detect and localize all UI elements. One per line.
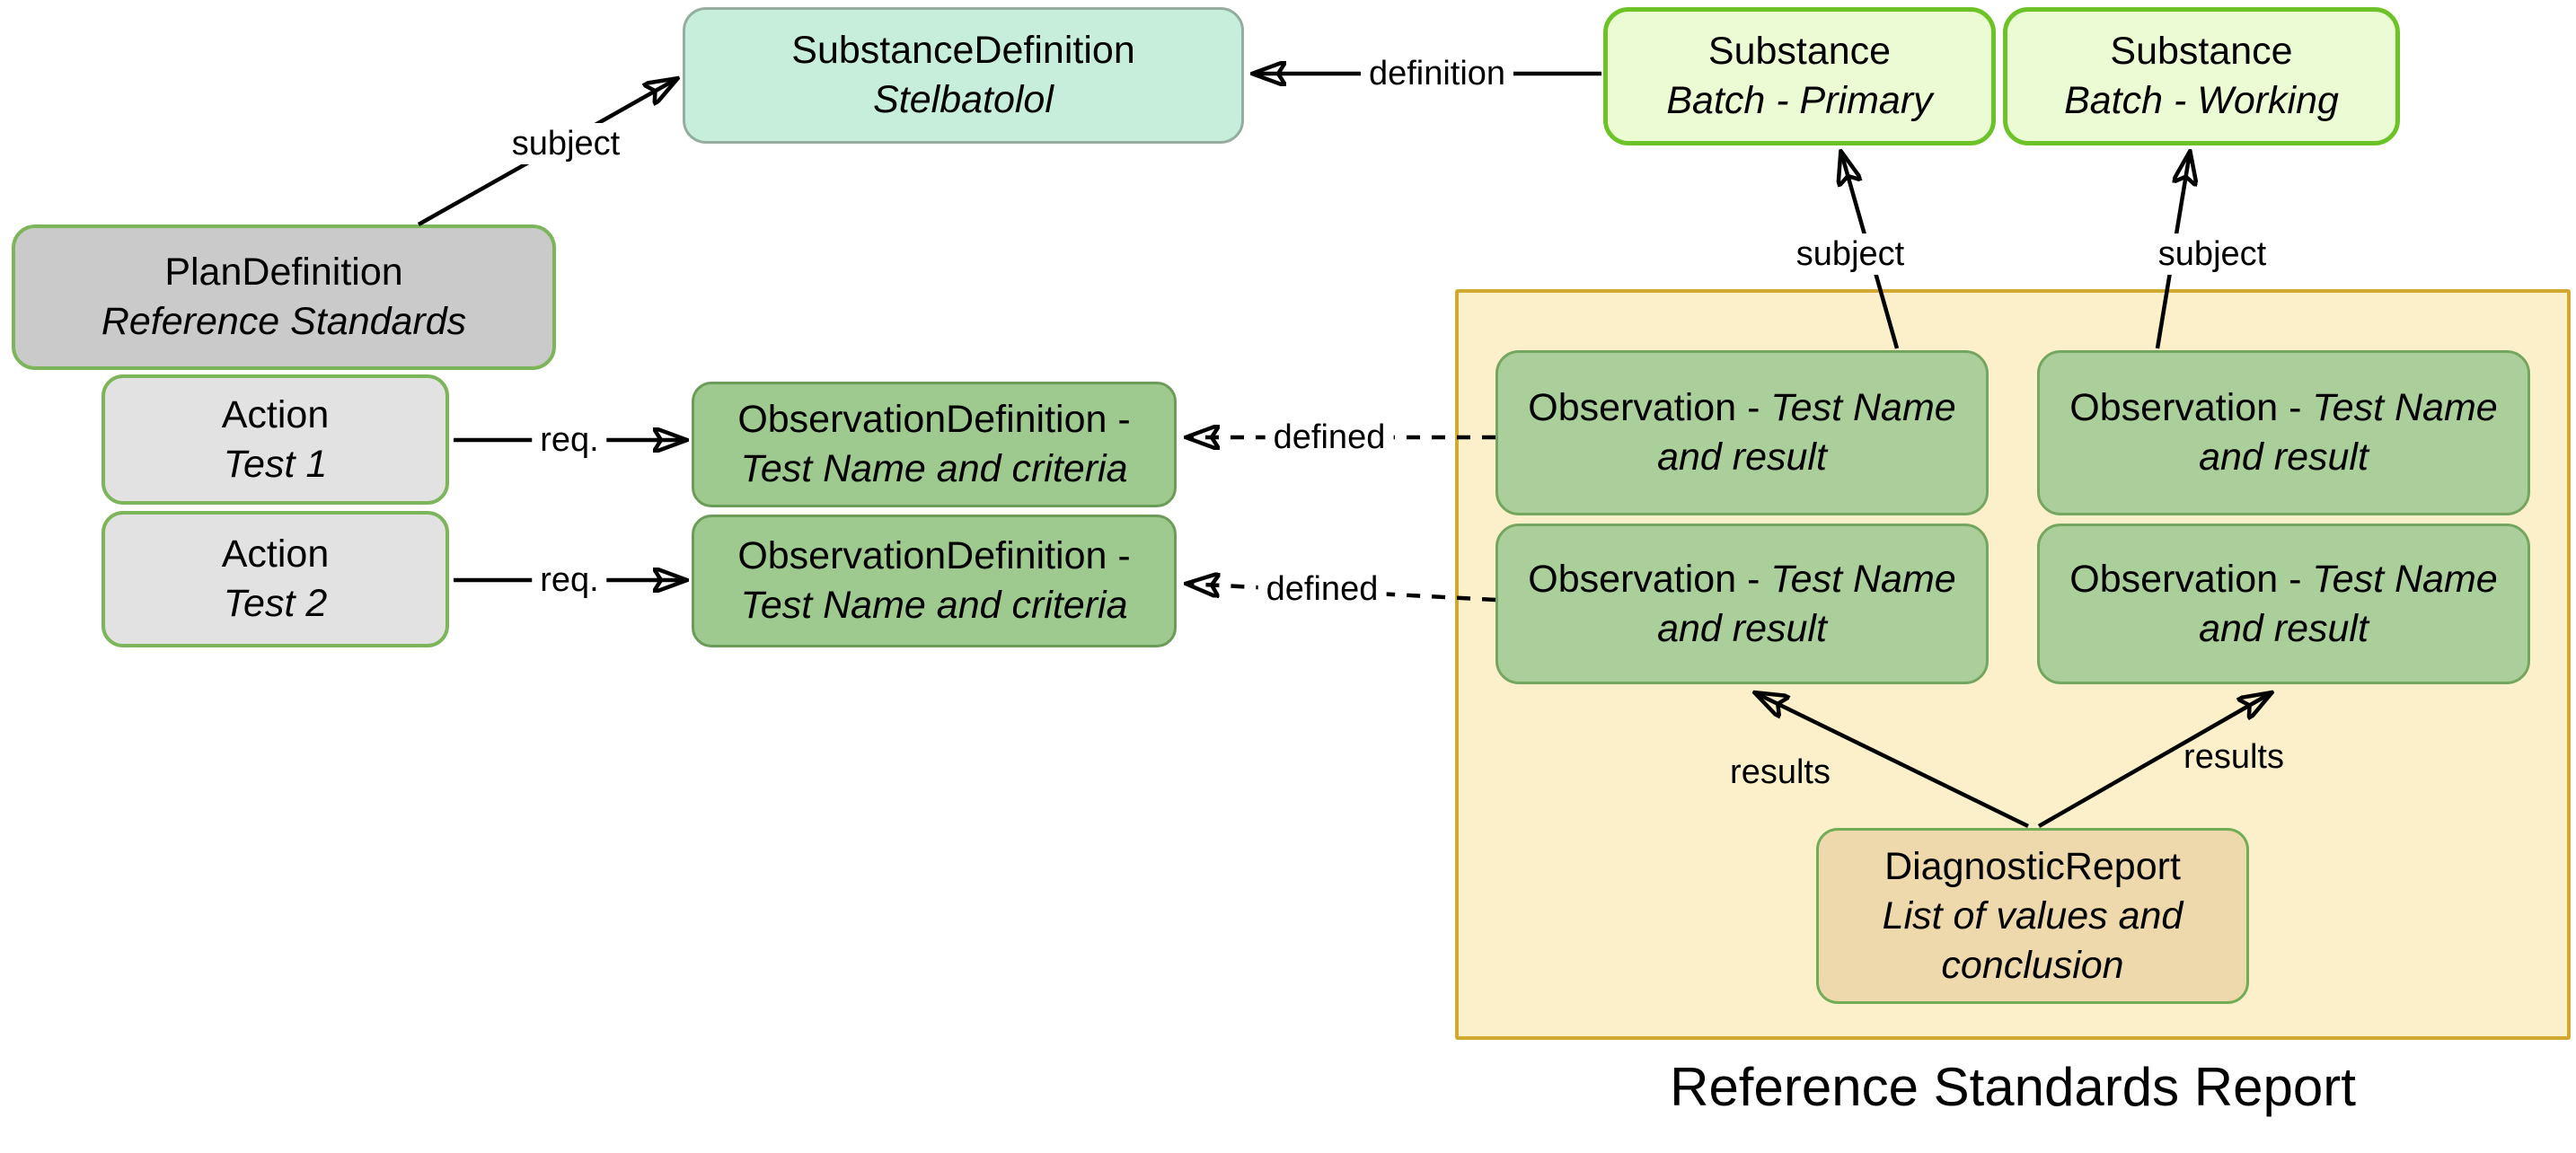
substance-batch-working-node: Substance Batch - Working: [2003, 7, 2400, 145]
observation-primary-2-node: Observation - Test Name and result: [1495, 524, 1989, 684]
node-title: Action: [221, 532, 330, 576]
node-title: Action: [221, 392, 330, 436]
plan-definition-node: PlanDefinition Reference Standards: [12, 224, 556, 370]
node-subtitle: Stelbatolol: [873, 78, 1054, 121]
edge-label-results-right: results: [2183, 738, 2284, 776]
node-text: Observation - Test Name and result: [2069, 386, 2498, 479]
node-title: PlanDefinition: [164, 251, 403, 294]
node-subtitle: Test Name and criteria: [740, 584, 1128, 627]
observation-primary-1-node: Observation - Test Name and result: [1495, 350, 1989, 515]
node-title: DiagnosticReport: [1884, 844, 2181, 888]
edge-label-definition: definition: [1360, 53, 1514, 94]
node-subtitle: Test 1: [223, 442, 328, 486]
observation-working-1-node: Observation - Test Name and result: [2037, 350, 2530, 515]
diagnostic-report-node: DiagnosticReport List of values and conc…: [1816, 828, 2249, 1004]
node-title: Substance: [1707, 30, 1892, 73]
node-text: Observation - Test Name and result: [1528, 557, 1956, 650]
observation-working-2-node: Observation - Test Name and result: [2037, 524, 2530, 684]
edge-label-req-1: req.: [532, 419, 607, 461]
edge-label-defined-2: defined: [1257, 568, 1387, 610]
node-text: Observation - Test Name and result: [1528, 386, 1956, 479]
node-subtitle: Test Name and criteria: [740, 447, 1128, 490]
edge-label-req-2: req.: [532, 559, 607, 601]
edge-label-subject-primary: subject: [1787, 233, 1913, 275]
observation-definition-1-node: ObservationDefinition - Test Name and cr…: [692, 382, 1177, 507]
edge-label-results-left: results: [1730, 753, 1831, 791]
substance-batch-primary-node: Substance Batch - Primary: [1603, 7, 1996, 145]
edge-label-defined-1: defined: [1265, 417, 1394, 458]
edge-label-subject-working: subject: [2149, 233, 2275, 275]
node-subtitle: List of values and conclusion: [1882, 893, 2183, 987]
observation-definition-2-node: ObservationDefinition - Test Name and cr…: [692, 515, 1177, 647]
node-title: Substance: [2110, 30, 2293, 73]
node-subtitle: Reference Standards: [101, 300, 467, 343]
node-title: ObservationDefinition -: [737, 398, 1131, 441]
node-title: SubstanceDefinition: [791, 29, 1135, 72]
node-text: Observation - Test Name and result: [2069, 557, 2498, 650]
node-title: ObservationDefinition -: [737, 534, 1131, 577]
edge-label-subject-plan: subject: [503, 123, 629, 164]
action-test-1-node: Action Test 1: [101, 374, 449, 505]
node-subtitle: Test 2: [223, 582, 328, 625]
report-panel-caption: Reference Standards Report: [1670, 1057, 2356, 1117]
action-test-2-node: Action Test 2: [101, 511, 449, 647]
substance-definition-node: SubstanceDefinition Stelbatolol: [683, 7, 1244, 144]
node-subtitle: Batch - Primary: [1666, 79, 1933, 122]
node-subtitle: Batch - Working: [2064, 79, 2339, 122]
